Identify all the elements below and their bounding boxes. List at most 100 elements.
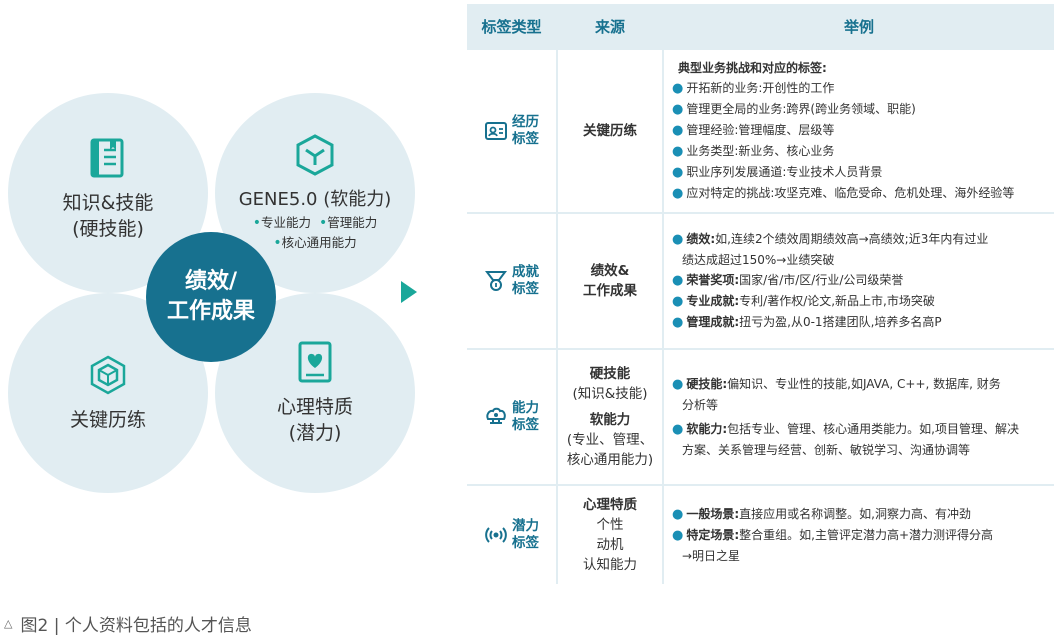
- example-key: 绩效:: [686, 232, 716, 246]
- row-divider: [467, 348, 1054, 350]
- tag-label: 能力: [512, 400, 539, 416]
- table-row: 能力标签 硬技能 (知识&技能) 软能力 (专业、管理、 核心通用能力) ●硬技…: [467, 350, 1054, 484]
- tag-achievement: 成就标签: [484, 264, 539, 298]
- tag-potential: 潜力标签: [484, 518, 539, 552]
- table-row: 成就标签 绩效& 工作成果 ●绩效:如,连续2个绩效周期绩效高→高绩效;近3年内…: [467, 214, 1054, 348]
- bullet-dot: ●: [672, 377, 684, 392]
- example-item: 业务类型:新业务、核心业务: [686, 144, 835, 158]
- example-item-cont: 方案、关系管理与经营、创新、敏锐学习、沟通协调等: [682, 443, 971, 457]
- tag-label: 标签: [512, 535, 539, 551]
- example-item: 开拓新的业务:开创性的工作: [686, 81, 835, 95]
- example-key: 荣誉奖项:: [686, 273, 740, 287]
- bullet-dot: ●: [672, 507, 684, 522]
- source-text: 核心通用能力): [566, 452, 654, 468]
- medal-icon: [485, 271, 507, 291]
- gene-item-core: 核心通用能力: [281, 235, 357, 250]
- center-label-2: 工作成果: [166, 299, 255, 324]
- example-item: 应对特定的挑战:攻坚克难、临危受命、危机处理、海外经验等: [686, 186, 1015, 200]
- example-item: 整合重组。如,主管评定潜力高+潜力测评得分高: [739, 528, 994, 542]
- header-example: 举例: [664, 4, 1054, 48]
- book-icon: [90, 138, 124, 178]
- source-text: 硬技能: [589, 366, 631, 382]
- table-row: 潜力标签 心理特质 个性 动机 认知能力 ●一般场景:直接应用或名称调整。如,洞…: [467, 486, 1054, 584]
- table-row: 经历标签 关键历练 典型业务挑战和对应的标签: ●开拓新的业务:开创性的工作 ●…: [467, 50, 1054, 212]
- source-text: 工作成果: [583, 283, 637, 299]
- header-source: 来源: [558, 4, 662, 48]
- tag-cell: 能力标签: [467, 350, 556, 484]
- bullet-dot: •: [318, 215, 328, 231]
- row-divider: [467, 212, 1054, 214]
- bullet-dot: ●: [672, 528, 684, 543]
- tag-label: 标签: [512, 131, 539, 147]
- example-item: 专利/著作权/论文,新品上市,市场突破: [739, 294, 935, 308]
- example-item-cont: 分析等: [682, 398, 719, 412]
- example-item: 国家/省/市/区/行业/公司级荣誉: [739, 273, 904, 287]
- source-cell: 绩效& 工作成果: [558, 214, 662, 348]
- arrow-right-icon: [401, 281, 417, 303]
- bullet-dot: ●: [672, 186, 684, 201]
- performance-center-circle: 绩效/ 工作成果: [146, 232, 276, 362]
- example-cell: ●绩效:如,连续2个绩效周期绩效高→高绩效;近3年内有过业 绩达成超过150%→…: [664, 214, 1054, 348]
- example-key: 硬技能:: [686, 377, 728, 391]
- signal-icon: [485, 527, 507, 543]
- center-label-1: 绩效/: [184, 269, 238, 294]
- bullet-dot: ●: [672, 422, 684, 437]
- source-cell: 心理特质 个性 动机 认知能力: [558, 486, 662, 584]
- bullet-dot: ●: [672, 144, 684, 159]
- knowledge-skills-circle: 知识&技能 (硬技能): [8, 93, 208, 293]
- bullet-dot: ●: [672, 315, 684, 330]
- gene-item-professional: 专业能力: [261, 215, 312, 230]
- psych-label-1: 心理特质: [276, 396, 353, 418]
- tag-cell: 成就标签: [467, 214, 556, 348]
- triangle-up-icon: △: [4, 617, 13, 630]
- knowledge-label-1: 知识&技能: [62, 192, 154, 214]
- bullet-dot: ●: [672, 81, 684, 96]
- source-text: 软能力: [589, 412, 631, 428]
- heart-card-icon: [298, 341, 332, 383]
- example-key: 特定场景:: [686, 528, 740, 542]
- source-text: (知识&技能): [572, 386, 648, 402]
- column-divider: [556, 4, 558, 584]
- gene-items-row2: •核心通用能力: [273, 233, 356, 253]
- bullet-dot: •: [273, 235, 282, 251]
- figure-caption: △ 图2 | 个人资料包括的人才信息: [4, 611, 252, 636]
- source-cell: 硬技能 (知识&技能) 软能力 (专业、管理、 核心通用能力): [558, 350, 662, 484]
- row-divider: [467, 48, 1054, 50]
- source-text: (专业、管理、: [566, 432, 654, 448]
- example-item: 直接应用或名称调整。如,洞察力高、有冲劲: [739, 507, 971, 521]
- experience-label: 关键历练: [69, 409, 146, 431]
- example-key: 软能力:: [686, 422, 728, 436]
- bullet-dot: •: [252, 215, 261, 231]
- talent-tag-table: 标签类型 来源 举例 经历标签 关键历练 典型业务挑战和对应的标签: ●开拓新的…: [467, 4, 1054, 584]
- example-item: 管理经验:管理幅度、层级等: [686, 123, 835, 137]
- bullet-dot: ●: [672, 294, 684, 309]
- knowledge-label-2: (硬技能): [72, 218, 144, 240]
- bullet-dot: ●: [672, 102, 684, 117]
- row-divider: [467, 484, 1054, 486]
- gene-item-management: 管理能力: [327, 215, 378, 230]
- example-cell: ●一般场景:直接应用或名称调整。如,洞察力高、有冲劲 ●特定场景:整合重组。如,…: [664, 486, 1054, 584]
- tag-label: 标签: [512, 417, 539, 433]
- tag-label: 成就: [512, 264, 539, 280]
- example-cell: ●硬技能:偏知识、专业性的技能,如JAVA, C++, 数据库, 财务 分析等 …: [664, 350, 1054, 484]
- psych-label-2: (潜力): [288, 422, 342, 444]
- example-item-cont: →明日之星: [682, 549, 741, 563]
- bullet-dot: ●: [672, 273, 684, 288]
- caption-text: 图2 | 个人资料包括的人才信息: [20, 616, 252, 636]
- source-cell: 关键历练: [558, 50, 662, 212]
- psychological-trait-circle: 心理特质 (潜力): [215, 293, 415, 493]
- gene-items-row1: •专业能力 •管理能力: [253, 213, 378, 233]
- example-item: 扭亏为盈,从0-1搭建团队,培养多名高P: [739, 315, 942, 329]
- example-cell: 典型业务挑战和对应的标签: ●开拓新的业务:开创性的工作 ●管理更全局的业务:跨…: [664, 50, 1054, 212]
- tag-label: 潜力: [512, 518, 539, 534]
- example-key: 一般场景:: [686, 507, 740, 521]
- tag-label: 标签: [512, 281, 539, 297]
- hexagon-box-icon: [90, 355, 126, 395]
- example-key: 管理成就:: [686, 315, 740, 329]
- tag-label: 经历: [512, 114, 539, 130]
- bullet-dot: ●: [672, 123, 684, 138]
- profile-card-icon: [485, 122, 507, 140]
- example-key: 专业成就:: [686, 294, 740, 308]
- example-item-cont: 绩达成超过150%→业绩突破: [682, 253, 835, 267]
- tag-cell: 潜力标签: [467, 486, 556, 584]
